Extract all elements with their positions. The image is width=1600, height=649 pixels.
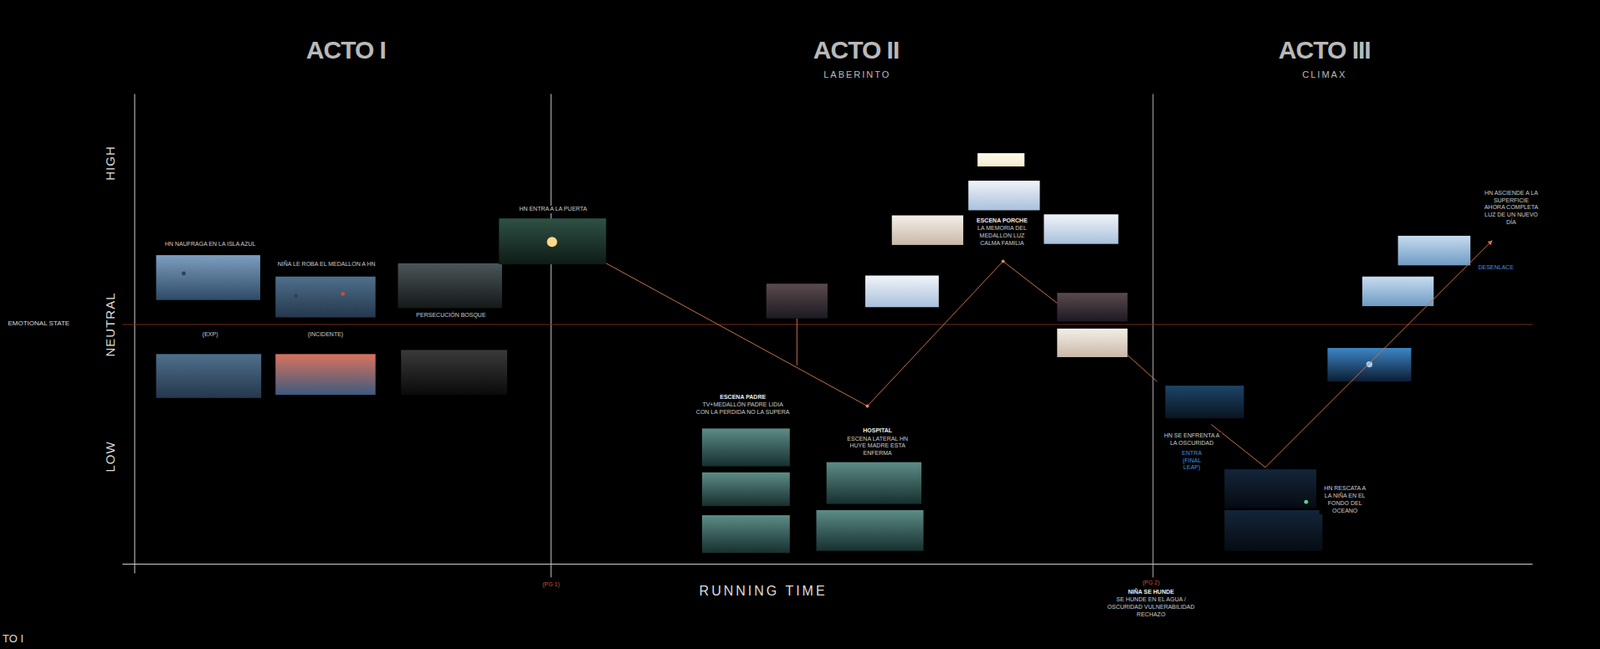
chart-label: (PG 2) (1141, 579, 1161, 588)
chart-label: ACTO II (812, 34, 900, 67)
scene-detail (340, 292, 345, 297)
chart-label: (EXP) (201, 331, 220, 339)
chart-label: HIGH (102, 144, 118, 182)
arc-point (1001, 259, 1006, 263)
chart-label: HN RESCATA A LA NIÑA EN EL FONDO DEL OCE… (1319, 485, 1371, 515)
scene-detail (293, 293, 298, 298)
emotional-arc (1127, 355, 1157, 383)
scene-thumbnail (1398, 235, 1472, 266)
scene-thumbnail (1224, 510, 1323, 552)
chart-label: LABERINTO (822, 69, 892, 82)
axis-line (122, 324, 1533, 326)
scene-thumbnail (1224, 469, 1317, 508)
scene-thumbnail (702, 472, 790, 507)
chart-label: ACTO III (1277, 34, 1372, 67)
axis-line (133, 93, 135, 574)
axis-line (796, 318, 798, 366)
chart-label: ESCENA PADRE (718, 394, 767, 402)
scene-detail (1303, 500, 1308, 505)
chart-label: ENTRA (FINAL LEAP) (1175, 450, 1209, 472)
scene-thumbnail (826, 462, 922, 505)
chart-label: ESCENA LATERAL HN HUYE MADRE ESTA ENFERM… (845, 435, 911, 458)
scene-thumbnail (977, 153, 1025, 167)
scene-thumbnail (156, 353, 262, 398)
chart-label: PERSECUCIÓN BOSQUE (415, 312, 487, 320)
scene-thumbnail (766, 283, 828, 318)
scene-thumbnail (398, 263, 503, 309)
scene-thumbnail (275, 276, 376, 318)
scene-thumbnail (1043, 214, 1118, 244)
axis-line (1152, 93, 1154, 578)
chart-label: ESCENA PORCHE (975, 217, 1029, 226)
scene-thumbnail (1056, 292, 1128, 322)
emotional-arc (1210, 241, 1492, 468)
chart-label: NIÑA LE ROBA EL MEDALLON A HN (276, 261, 377, 269)
scene-thumbnail (498, 218, 606, 265)
scene-thumbnail (400, 349, 508, 395)
scene-thumbnail (702, 515, 790, 554)
scene-thumbnail (865, 275, 939, 308)
chart-label: LA MEMORIA DEL MEDALLON LUZ CALMA FAMILI… (969, 225, 1036, 247)
emotional-arc (605, 261, 1057, 406)
chart-label: (INCIDENTE) (307, 331, 344, 339)
scene-detail (1366, 361, 1373, 368)
axis-line (550, 93, 552, 578)
chart-label: RUNNING TIME (698, 583, 829, 600)
scene-thumbnail (816, 510, 924, 552)
chart-label: HN ENTRA A LA PUERTA (517, 205, 588, 214)
scene-thumbnail (702, 428, 790, 467)
chart-label: HOSPITAL (861, 427, 893, 436)
scene-thumbnail (968, 180, 1040, 211)
chart-label: HN SE ENFRENTA A LA OSCURIDAD (1162, 432, 1221, 448)
scene-thumbnail (1327, 348, 1411, 382)
chart-label: TO I (1, 632, 25, 647)
scene-thumbnail (275, 353, 376, 395)
scene-thumbnail (156, 255, 261, 301)
chart-label: HN NAUFRAGA EN LA ISLA AZUL (164, 241, 257, 249)
chart-label: HN ASCIENDE A LA SUPERFICIE AHORA COMPLE… (1482, 189, 1541, 227)
scene-detail (547, 236, 558, 247)
scene-thumbnail (1165, 385, 1245, 419)
chart-label: NEUTRAL (102, 291, 118, 358)
scene-thumbnail (892, 215, 964, 246)
chart-label: TV+MEDALLÓN PADRE LIDIA CON LA PERDIDA N… (695, 401, 791, 417)
scene-detail (181, 271, 186, 277)
chart-label: NIÑA SE HUNDE (1127, 589, 1175, 597)
chart-label: SE HUNDE EN EL AGUA / OSCURIDAD VULNERAB… (1104, 596, 1199, 619)
chart-label: ACTO I (305, 34, 387, 67)
chart-label: LOW (102, 441, 118, 474)
chart-label: EMOTIONAL STATE (7, 319, 72, 329)
scene-thumbnail (1362, 276, 1434, 307)
axis-line (122, 564, 1533, 565)
chart-label: DESENLACE (1476, 264, 1514, 272)
chart-label: (PG 1) (541, 581, 561, 590)
arc-point (866, 405, 870, 409)
chart-label: CLIMAX (1301, 69, 1348, 82)
scene-thumbnail (1056, 328, 1128, 358)
